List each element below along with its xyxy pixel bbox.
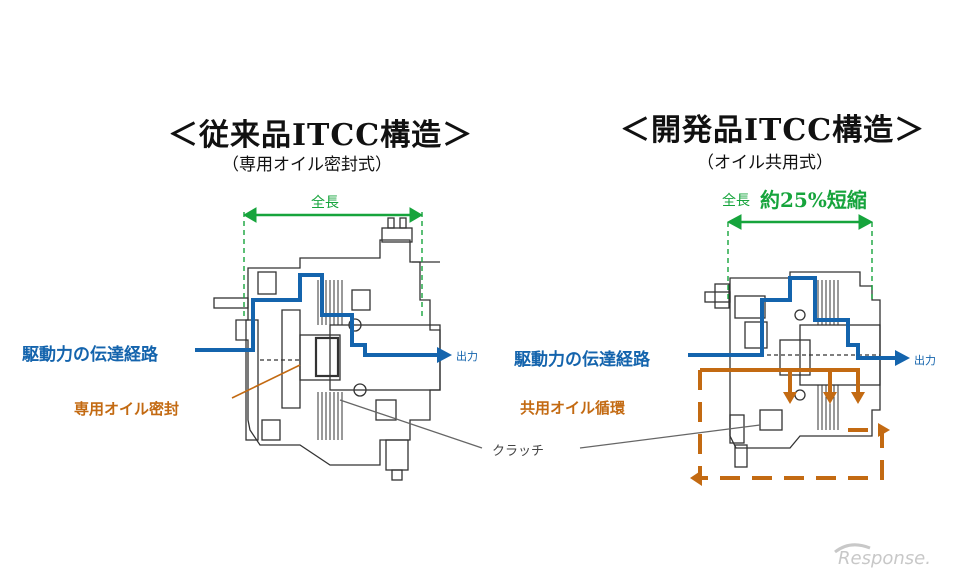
left-subtitle: （専用オイル密封式） <box>222 155 392 175</box>
left-output-label: 出力 <box>456 350 478 363</box>
left-oil-pointer <box>231 364 301 399</box>
right-length-reduction: 約25%短縮 <box>760 188 867 212</box>
right-length-label: 全長 <box>722 193 750 209</box>
right-drive-path-label: 駆動力の伝達経路 <box>514 350 650 370</box>
right-drive-path <box>688 276 910 366</box>
clutch-leader-lines <box>339 399 761 449</box>
left-length-dimension <box>243 207 423 318</box>
right-oil-circulation <box>690 368 890 486</box>
left-drive-path-label: 駆動力の伝達経路 <box>22 345 158 365</box>
watermark: Response. <box>838 548 931 569</box>
right-output-label: 出力 <box>914 354 936 367</box>
right-title: ＜開発品ITCC構造＞ <box>620 113 926 148</box>
left-drive-path <box>195 273 452 363</box>
clutch-label: クラッチ <box>492 444 545 459</box>
right-subtitle: （オイル共用式） <box>697 153 833 173</box>
right-oil-label: 共用オイル循環 <box>520 399 626 417</box>
watermark-logo-mark <box>834 543 871 554</box>
right-length-dimension <box>726 214 874 300</box>
left-oil-label: 専用オイル密封 <box>74 400 180 418</box>
left-title: ＜従来品ITCC構造＞ <box>168 118 474 153</box>
left-length-label: 全長 <box>311 195 339 211</box>
